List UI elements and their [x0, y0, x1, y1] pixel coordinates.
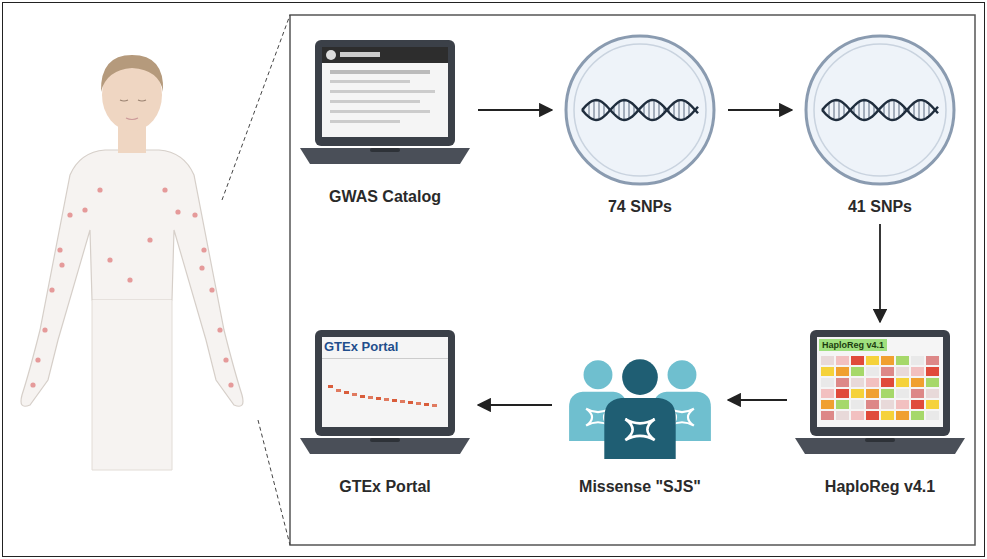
- flow-arrow: [478, 109, 552, 111]
- people-icon: [560, 345, 720, 465]
- node-label: GTEx Portal: [300, 478, 470, 496]
- node-label: GWAS Catalog: [300, 188, 470, 206]
- node-label: Missense "SJS": [560, 478, 720, 496]
- rash-spot: [217, 327, 222, 332]
- rash-spot: [223, 357, 228, 362]
- rash-spot: [192, 212, 197, 217]
- dna-circle: [800, 30, 960, 190]
- flow-arrow: [728, 109, 792, 111]
- patient-figure: [21, 55, 243, 470]
- zoom-frame: [290, 15, 975, 545]
- zoom-line: [222, 15, 290, 200]
- rash-spot: [57, 247, 62, 252]
- node-icon: [560, 345, 720, 465]
- screen-logo: GTEx Portal: [324, 339, 398, 354]
- laptop-icon: [795, 330, 965, 470]
- rash-spot: [162, 187, 167, 192]
- dna-circle: [560, 30, 720, 190]
- rash-spot: [107, 257, 112, 262]
- rash-spot: [82, 207, 87, 212]
- tool-laptop: HaploReg v4.1HaploReg v4.1: [795, 330, 965, 496]
- rash-spot: [59, 262, 64, 267]
- rash-spot: [147, 237, 152, 242]
- page-border: [3, 3, 985, 557]
- rash-spot: [209, 287, 214, 292]
- rash-spot: [228, 382, 233, 387]
- rash-spot: [30, 382, 35, 387]
- node-label: 41 SNPs: [800, 198, 960, 216]
- node-icon: HaploReg v4.1: [795, 330, 965, 470]
- tool-laptop: GWAS Catalog: [300, 40, 470, 206]
- zoom-line: [258, 420, 290, 545]
- snp-circle: 41 SNPs: [800, 30, 960, 216]
- screen-logo: HaploReg v4.1: [819, 339, 887, 351]
- rash-spot: [42, 327, 47, 332]
- rash-spot: [49, 287, 54, 292]
- laptop-icon: [300, 40, 470, 180]
- flow-arrow: [728, 399, 787, 401]
- node-icon: [560, 30, 720, 190]
- rash-spot: [67, 212, 72, 217]
- flow-arrow: [879, 224, 881, 322]
- snp-circle: 74 SNPs: [560, 30, 720, 216]
- node-icon: [800, 30, 960, 190]
- rash-spot: [175, 209, 180, 214]
- flow-arrow: [478, 404, 552, 406]
- rash-spot: [201, 247, 206, 252]
- node-icon: [300, 40, 470, 180]
- rash-spot: [199, 265, 204, 270]
- node-label: 74 SNPs: [560, 198, 720, 216]
- patient-group: Missense "SJS": [560, 345, 720, 496]
- rash-spot: [35, 357, 40, 362]
- rash-spots: [30, 187, 233, 387]
- node-label: HaploReg v4.1: [795, 478, 965, 496]
- tool-laptop: GTEx PortalGTEx Portal: [300, 330, 470, 496]
- rash-spot: [97, 187, 102, 192]
- node-icon: GTEx Portal: [300, 330, 470, 470]
- rash-spot: [127, 277, 132, 282]
